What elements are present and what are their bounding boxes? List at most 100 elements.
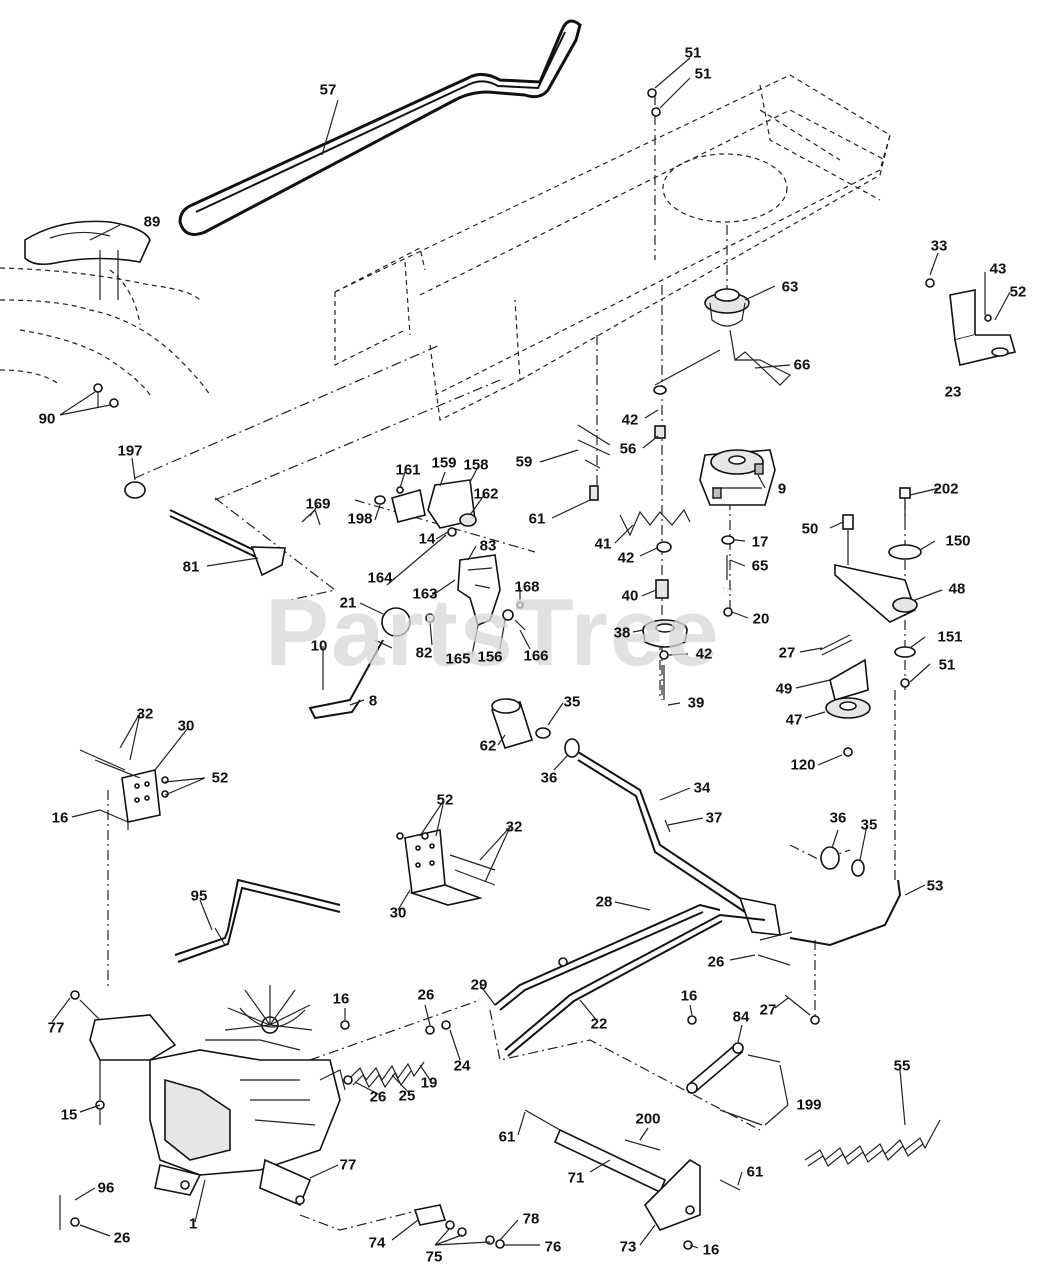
part-label-77: 77 [339, 1156, 357, 1174]
part-label-63: 63 [781, 278, 799, 296]
part-label-56: 56 [619, 440, 637, 458]
part-label-10: 10 [310, 637, 328, 655]
part-label-165: 165 [445, 650, 471, 668]
part-label-83: 83 [479, 537, 497, 555]
part-label-161: 161 [395, 461, 421, 479]
shift-lever [308, 607, 411, 720]
part-label-90: 90 [38, 410, 56, 428]
part-label-35: 35 [563, 693, 581, 711]
part-label-57: 57 [319, 81, 337, 99]
part-label-8: 8 [368, 692, 378, 710]
pedal-shaft [490, 698, 781, 936]
part-label-76: 76 [544, 1238, 562, 1256]
trademark-symbol: ™ [720, 584, 737, 600]
center-lines [107, 95, 906, 1020]
springs-19-25 [343, 1020, 451, 1089]
part-label-25: 25 [398, 1087, 416, 1105]
part-label-39: 39 [687, 694, 705, 712]
part-label-198: 198 [347, 510, 373, 528]
upper-hardware [577, 88, 792, 700]
part-label-16: 16 [51, 809, 69, 827]
part-label-26: 26 [369, 1088, 387, 1106]
part-label-62: 62 [479, 737, 497, 755]
part-label-81: 81 [182, 558, 200, 576]
part-label-35: 35 [860, 816, 878, 834]
washers-right [820, 846, 865, 877]
part-label-1: 1 [188, 1215, 198, 1233]
part-label-42: 42 [695, 645, 713, 663]
part-label-78: 78 [522, 1210, 540, 1228]
part-label-202: 202 [933, 480, 959, 498]
part-label-47: 47 [785, 711, 803, 729]
part-label-73: 73 [619, 1238, 637, 1256]
watermark-text: PartsTree [265, 579, 721, 686]
part-label-16: 16 [702, 1241, 720, 1259]
part-label-51: 51 [938, 656, 956, 674]
part-label-21: 21 [339, 594, 357, 612]
part-label-17: 17 [751, 533, 769, 551]
shaft-81 [124, 481, 286, 577]
part-label-166: 166 [523, 647, 549, 665]
part-label-55: 55 [893, 1057, 911, 1075]
spring-55 [804, 1119, 941, 1167]
part-label-51: 51 [684, 44, 702, 62]
part-label-89: 89 [143, 213, 161, 231]
leader-lines [51, 57, 1011, 1249]
part-label-164: 164 [367, 569, 393, 587]
part-label-29: 29 [470, 976, 488, 994]
part-label-150: 150 [945, 532, 971, 550]
part-label-66: 66 [793, 356, 811, 374]
transaxle [59, 985, 350, 1230]
part-label-30: 30 [389, 904, 407, 922]
part-label-120: 120 [790, 756, 816, 774]
rod-53 [757, 879, 902, 1025]
part-label-163: 163 [412, 585, 438, 603]
part-label-169: 169 [305, 495, 331, 513]
bracket-30-left [79, 749, 169, 830]
part-label-41: 41 [594, 535, 612, 553]
rods-28-22 [494, 903, 766, 1057]
part-label-32: 32 [136, 705, 154, 723]
part-label-53: 53 [926, 877, 944, 895]
part-label-34: 34 [693, 779, 711, 797]
part-label-199: 199 [796, 1096, 822, 1114]
part-label-30: 30 [177, 717, 195, 735]
link-84 [686, 1015, 781, 1126]
part-label-82: 82 [415, 644, 433, 662]
part-label-40: 40 [621, 587, 639, 605]
part-label-42: 42 [617, 549, 635, 567]
part-label-9: 9 [777, 480, 787, 498]
part-label-50: 50 [801, 520, 819, 538]
part-label-36: 36 [540, 769, 558, 787]
part-label-16: 16 [332, 990, 350, 1008]
part-label-19: 19 [420, 1074, 438, 1092]
part-label-162: 162 [473, 485, 499, 503]
part-label-49: 49 [775, 680, 793, 698]
part-label-77: 77 [47, 1019, 65, 1037]
part-label-71: 71 [567, 1169, 585, 1187]
drive-belt [178, 19, 582, 236]
bracket-23 [925, 278, 1017, 366]
handle-95 [174, 878, 341, 963]
part-label-65: 65 [751, 557, 769, 575]
part-label-84: 84 [732, 1008, 750, 1026]
part-label-48: 48 [948, 580, 966, 598]
center-bracket [301, 479, 526, 631]
part-label-95: 95 [190, 887, 208, 905]
part-label-24: 24 [453, 1057, 471, 1075]
part-label-61: 61 [746, 1163, 764, 1181]
part-label-27: 27 [778, 644, 796, 662]
part-label-197: 197 [117, 442, 143, 460]
part-label-59: 59 [515, 453, 533, 471]
part-label-200: 200 [635, 1110, 661, 1128]
seat-area [0, 220, 211, 408]
part-label-26: 26 [417, 986, 435, 1004]
part-label-43: 43 [989, 260, 1007, 278]
part-label-61: 61 [498, 1128, 516, 1146]
part-label-42: 42 [621, 411, 639, 429]
part-label-159: 159 [431, 454, 457, 472]
part-label-32: 32 [505, 818, 523, 836]
part-label-74: 74 [368, 1234, 386, 1252]
part-label-75: 75 [425, 1248, 443, 1266]
